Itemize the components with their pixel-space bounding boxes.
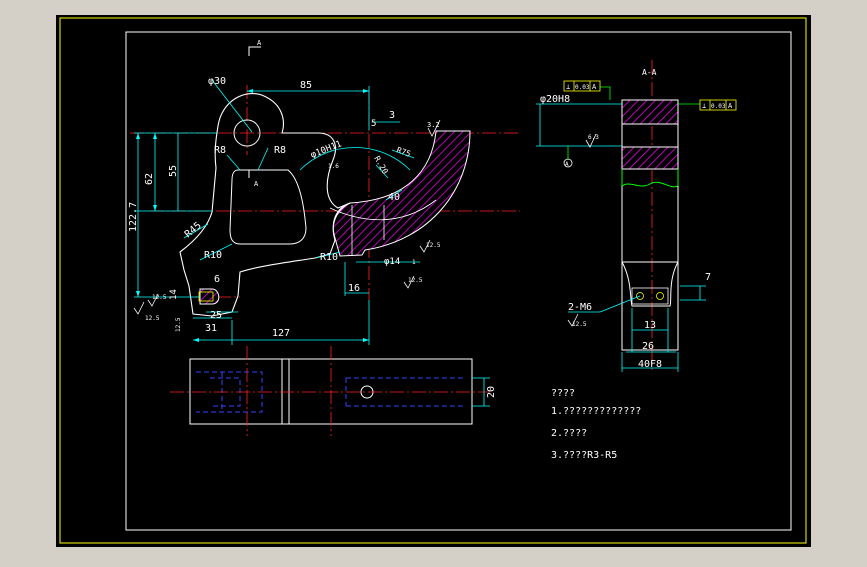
dim-13: 13 bbox=[644, 320, 656, 331]
thread-hole-left bbox=[636, 292, 644, 300]
front-view: A A bbox=[128, 39, 520, 345]
fork-inner-edge bbox=[329, 199, 437, 221]
thread-hole-right bbox=[656, 292, 664, 300]
pin-hole bbox=[198, 291, 214, 302]
roughness-12-5-c: 12.5 bbox=[152, 294, 167, 301]
technical-notes: ???? 1.????????????? 2.???? 3.????R3-R5 bbox=[551, 388, 641, 461]
roughness-1-6: 1.6 bbox=[328, 163, 339, 170]
inner-window bbox=[229, 169, 307, 245]
section-marker-label: A bbox=[257, 39, 262, 47]
thread-label: 2-M6 bbox=[568, 302, 592, 313]
dim-arrows bbox=[136, 89, 369, 342]
datum-circle bbox=[563, 158, 573, 168]
dim-40f8: 40F8 bbox=[638, 359, 662, 370]
break-line bbox=[621, 169, 679, 188]
section-hatch-top bbox=[621, 99, 679, 125]
dim-122-7: 122.7 bbox=[128, 202, 139, 232]
dim-85: 85 bbox=[300, 80, 312, 91]
dim-5: 5 bbox=[371, 119, 376, 129]
roughness-symbols bbox=[133, 119, 441, 315]
notes-line-3: 3.????R3-R5 bbox=[551, 450, 617, 461]
inner-border bbox=[125, 31, 792, 531]
top-view: 20 bbox=[170, 346, 497, 436]
dim-3: 3 bbox=[389, 110, 395, 121]
tol-left-symbol: ⊥ bbox=[566, 83, 570, 91]
section-title: A-A bbox=[642, 68, 657, 77]
section-view: A-A bbox=[536, 60, 737, 372]
tolerance-leaders bbox=[567, 86, 700, 160]
dim-20: 20 bbox=[486, 386, 497, 398]
top-view-dim bbox=[472, 377, 490, 407]
roughness-12-5-e: 12.5 bbox=[175, 317, 182, 332]
section-marker bbox=[248, 46, 261, 178]
tol-right-symbol: ⊥ bbox=[702, 102, 706, 110]
outer-frame bbox=[59, 17, 807, 544]
roughness-12-5-b: 12.5 bbox=[408, 277, 423, 284]
main-bore bbox=[233, 119, 261, 147]
dim-phi14-tolerance: 1 bbox=[412, 259, 416, 266]
roughness-6-3: 6.3 bbox=[588, 134, 599, 141]
part-outline bbox=[179, 93, 351, 317]
dim-6: 6 bbox=[214, 274, 220, 285]
tol-left-value: 0.03 bbox=[575, 84, 590, 91]
dim-phi30: φ30 bbox=[208, 76, 226, 87]
dim-7: 7 bbox=[705, 272, 711, 283]
pin-pocket bbox=[199, 288, 220, 305]
dim-phi20h8: φ20H8 bbox=[540, 94, 570, 105]
dim-14: 14 bbox=[169, 289, 179, 300]
dim-25: 25 bbox=[210, 310, 222, 321]
notes-line-1: 1.????????????? bbox=[551, 406, 641, 417]
dim-26: 26 bbox=[642, 341, 654, 352]
roughness-12-5-d: 12.5 bbox=[145, 315, 160, 322]
top-view-centerlines bbox=[170, 346, 490, 436]
thread-roughness: 12.5 bbox=[572, 321, 587, 328]
section-marker-label-bottom: A bbox=[254, 180, 259, 188]
thread-pocket bbox=[631, 287, 669, 305]
roughness-symbol-6-3 bbox=[585, 133, 597, 148]
tolerance-frame-left: ⊥ 0.03 A bbox=[563, 80, 601, 92]
dim-r10-b: R10 bbox=[320, 252, 338, 263]
dim-r8-right: R8 bbox=[274, 145, 286, 156]
notes-line-2: 2.???? bbox=[551, 428, 587, 439]
dim-r8-left: R8 bbox=[214, 145, 226, 156]
section-hatch-mid bbox=[621, 146, 679, 170]
dim-31: 31 bbox=[205, 323, 217, 334]
tol-right-value: 0.03 bbox=[711, 103, 726, 110]
dim-55: 55 bbox=[168, 165, 179, 177]
dim-62: 62 bbox=[144, 173, 155, 185]
drawing-sheet bbox=[56, 15, 811, 547]
dim-40: 40 bbox=[388, 192, 400, 203]
roughness-12-5-a: 12.5 bbox=[426, 242, 441, 249]
roughness-3-2: 3.2 bbox=[427, 121, 440, 129]
dim-phi14: φ14 bbox=[384, 257, 400, 267]
dim-r10-a: R10 bbox=[204, 250, 222, 261]
section-dims bbox=[536, 103, 706, 372]
tolerance-frame-right: ⊥ 0.03 A bbox=[699, 99, 737, 111]
dim-127: 127 bbox=[272, 328, 290, 339]
dim-16: 16 bbox=[348, 283, 360, 294]
datum-label: A bbox=[565, 161, 569, 168]
notes-title: ???? bbox=[551, 388, 575, 399]
front-dimensions bbox=[134, 79, 420, 345]
tol-left-datum: A bbox=[592, 83, 597, 91]
tol-right-datum: A bbox=[728, 102, 733, 110]
